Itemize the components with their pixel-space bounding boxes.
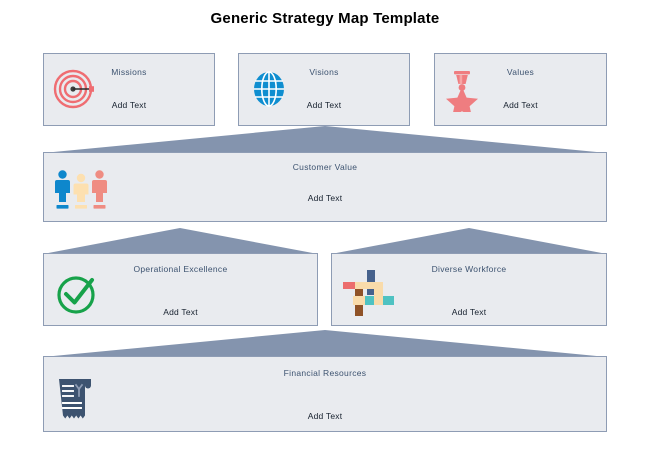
panel-visions[interactable]: Visions Add Text [238, 53, 410, 126]
panel-title-values: Values [506, 67, 535, 77]
panel-financial-resources[interactable]: Financial Resources Add Text [43, 356, 607, 432]
connector-arrow-to-customer-value [43, 126, 607, 158]
panel-values[interactable]: Values Add Text [434, 53, 607, 126]
connector-arrow-to-diverse-workforce [331, 228, 607, 259]
panel-missions[interactable]: Missions Add Text [43, 53, 215, 126]
connector-arrow-to-operational-excellence [43, 228, 318, 259]
panel-title-financial-resources: Financial Resources [283, 368, 367, 378]
panel-title-visions: Visions [309, 67, 339, 77]
panel-body-financial-resources[interactable]: Add Text [307, 411, 343, 421]
panel-title-missions: Missions [111, 67, 147, 77]
panel-body-operational-excellence[interactable]: Add Text [163, 307, 198, 317]
diversity-mosaic-icon [342, 269, 398, 324]
panel-body-visions[interactable]: Add Text [306, 100, 342, 110]
panel-title-operational-excellence: Operational Excellence [133, 264, 228, 274]
invoice-receipt-icon [55, 377, 101, 428]
panel-title-diverse-workforce: Diverse Workforce [431, 264, 507, 274]
medal-star-icon [444, 68, 486, 117]
target-bullseye-icon [53, 68, 95, 115]
check-circle-icon [56, 273, 98, 320]
panel-body-values[interactable]: Add Text [503, 100, 538, 110]
panel-operational-excellence[interactable]: Operational Excellence Add Text [43, 253, 318, 326]
panel-diverse-workforce[interactable]: Diverse Workforce Add Text [331, 253, 607, 326]
panel-body-diverse-workforce[interactable]: Add Text [451, 307, 487, 317]
page-title: Generic Strategy Map Template [210, 10, 440, 27]
connector-arrow-to-financial-resources [43, 330, 607, 362]
panel-title-customer-value: Customer Value [292, 162, 358, 172]
panel-customer-value[interactable]: Customer Value Add Text [43, 152, 607, 222]
globe-icon [248, 68, 290, 115]
three-people-icon [53, 169, 111, 216]
panel-body-customer-value[interactable]: Add Text [307, 193, 343, 203]
panel-body-missions[interactable]: Add Text [111, 100, 147, 110]
